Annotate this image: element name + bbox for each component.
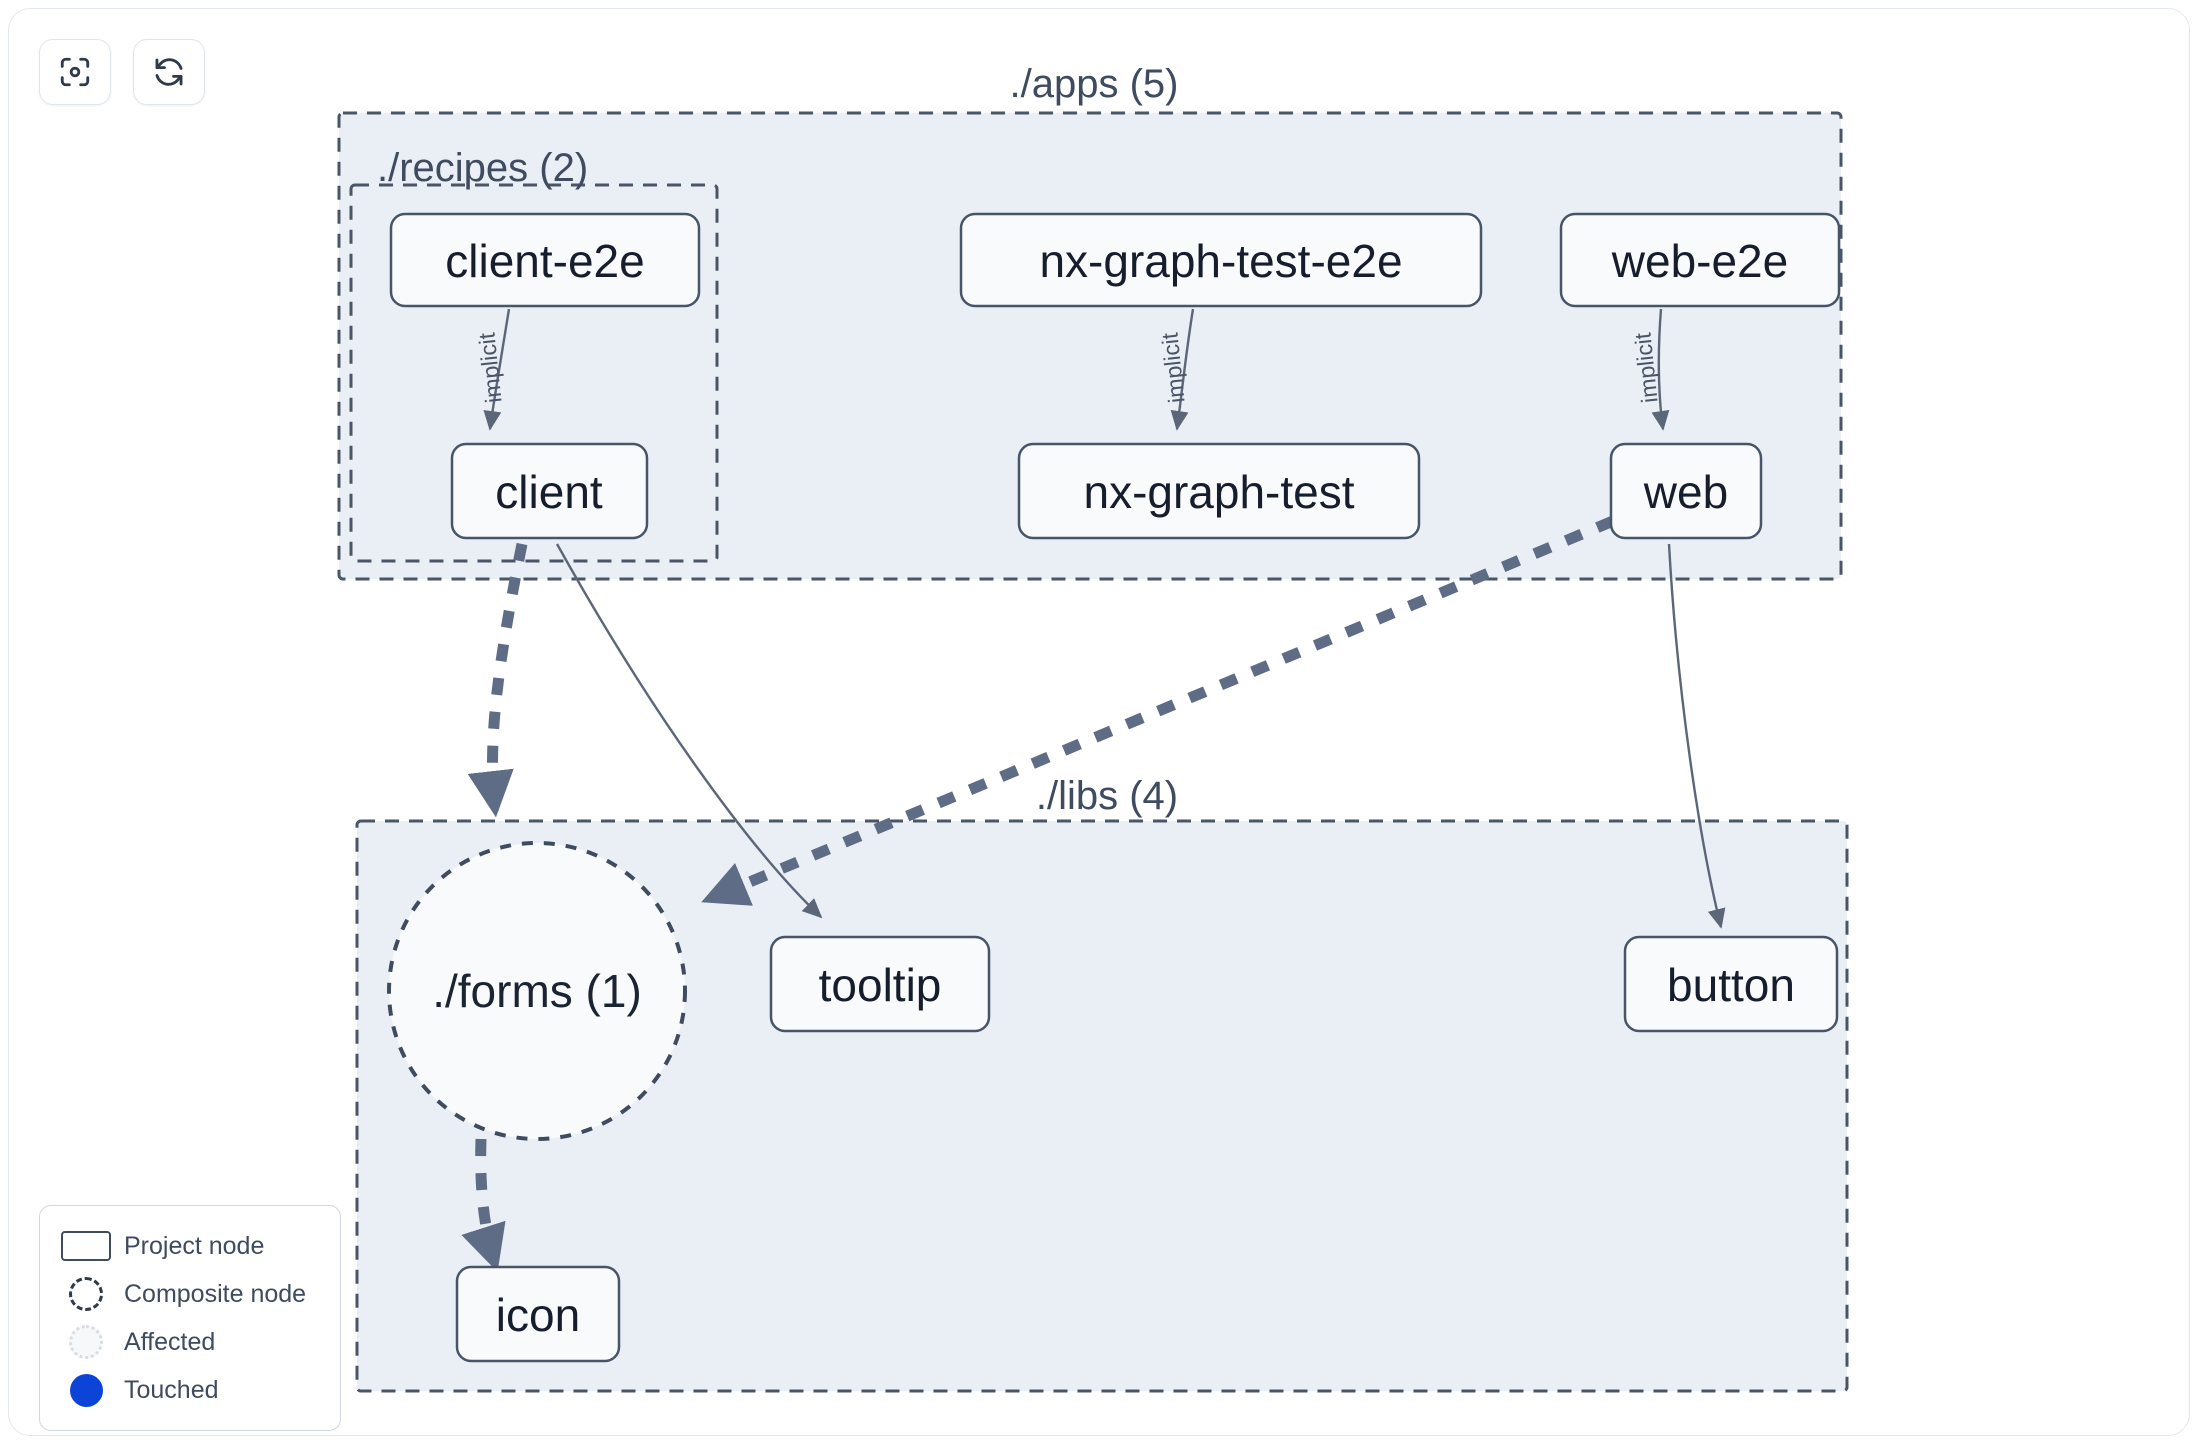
node-nx-graph-test-e2e[interactable]: nx-graph-test-e2e [959,212,1483,308]
edge-client-to-forms [467,542,528,818]
refresh-graph-button[interactable] [133,39,205,105]
legend-item-composite-node: Composite node [58,1270,322,1318]
edge-client-e2e-to-client: implicit [473,308,511,431]
node-tooltip-label: tooltip [819,959,942,1011]
node-icon[interactable]: icon [455,1265,621,1363]
touched-swatch [58,1370,114,1410]
node-client-e2e-label: client-e2e [445,235,644,287]
composite-node-swatch [58,1274,114,1314]
graph-canvas-panel[interactable]: ./apps (5) ./recipes (2) ./libs (4) impl… [8,8,2190,1436]
legend-label-affected: Affected [124,1327,216,1356]
node-forms-composite[interactable]: ./forms (1) [387,841,687,1141]
node-nx-graph-test[interactable]: nx-graph-test [1017,442,1421,540]
legend-label-touched: Touched [124,1375,219,1404]
node-nx-graph-test-label: nx-graph-test [1083,466,1354,518]
edge-web-to-button [1667,543,1726,929]
edge-web-to-forms [701,515,1616,906]
group-libs-box[interactable] [355,819,1849,1393]
graph-legend: Project node Composite node Affected Tou… [39,1205,341,1431]
node-client[interactable]: client [450,442,649,540]
node-tooltip[interactable]: tooltip [769,935,991,1033]
project-graph-svg[interactable]: ./apps (5) ./recipes (2) ./libs (4) impl… [9,9,2190,1436]
legend-label-project-node: Project node [124,1231,265,1260]
group-recipes-label: ./recipes (2) [377,146,588,190]
group-apps-label: ./apps (5) [1010,62,1179,106]
legend-label-composite-node: Composite node [124,1279,307,1308]
node-forms-label: ./forms (1) [432,965,642,1017]
legend-item-project-node: Project node [58,1222,322,1270]
node-button[interactable]: button [1623,935,1839,1033]
group-libs[interactable]: ./libs (4) [355,774,1849,1393]
node-web-e2e[interactable]: web-e2e [1559,212,1841,308]
node-web-e2e-label: web-e2e [1611,235,1788,287]
node-nx-graph-test-e2e-label: nx-graph-test-e2e [1039,235,1402,287]
edge-forms-to-icon [461,1138,506,1273]
graph-toolbar [39,39,205,105]
group-libs-label: ./libs (4) [1036,774,1178,818]
node-client-e2e[interactable]: client-e2e [389,212,701,308]
node-web-label: web [1643,466,1728,518]
project-node-swatch [58,1226,114,1266]
refresh-icon [152,55,186,89]
focus-graph-button[interactable] [39,39,111,105]
edge-client-to-tooltip [555,543,823,919]
legend-item-touched: Touched [58,1366,322,1414]
node-button-label: button [1667,959,1795,1011]
node-client-label: client [495,466,603,518]
legend-item-affected: Affected [58,1318,322,1366]
node-web[interactable]: web [1609,442,1763,540]
affected-swatch [58,1322,114,1362]
node-icon-label: icon [496,1289,580,1341]
focus-scan-icon [58,55,92,89]
